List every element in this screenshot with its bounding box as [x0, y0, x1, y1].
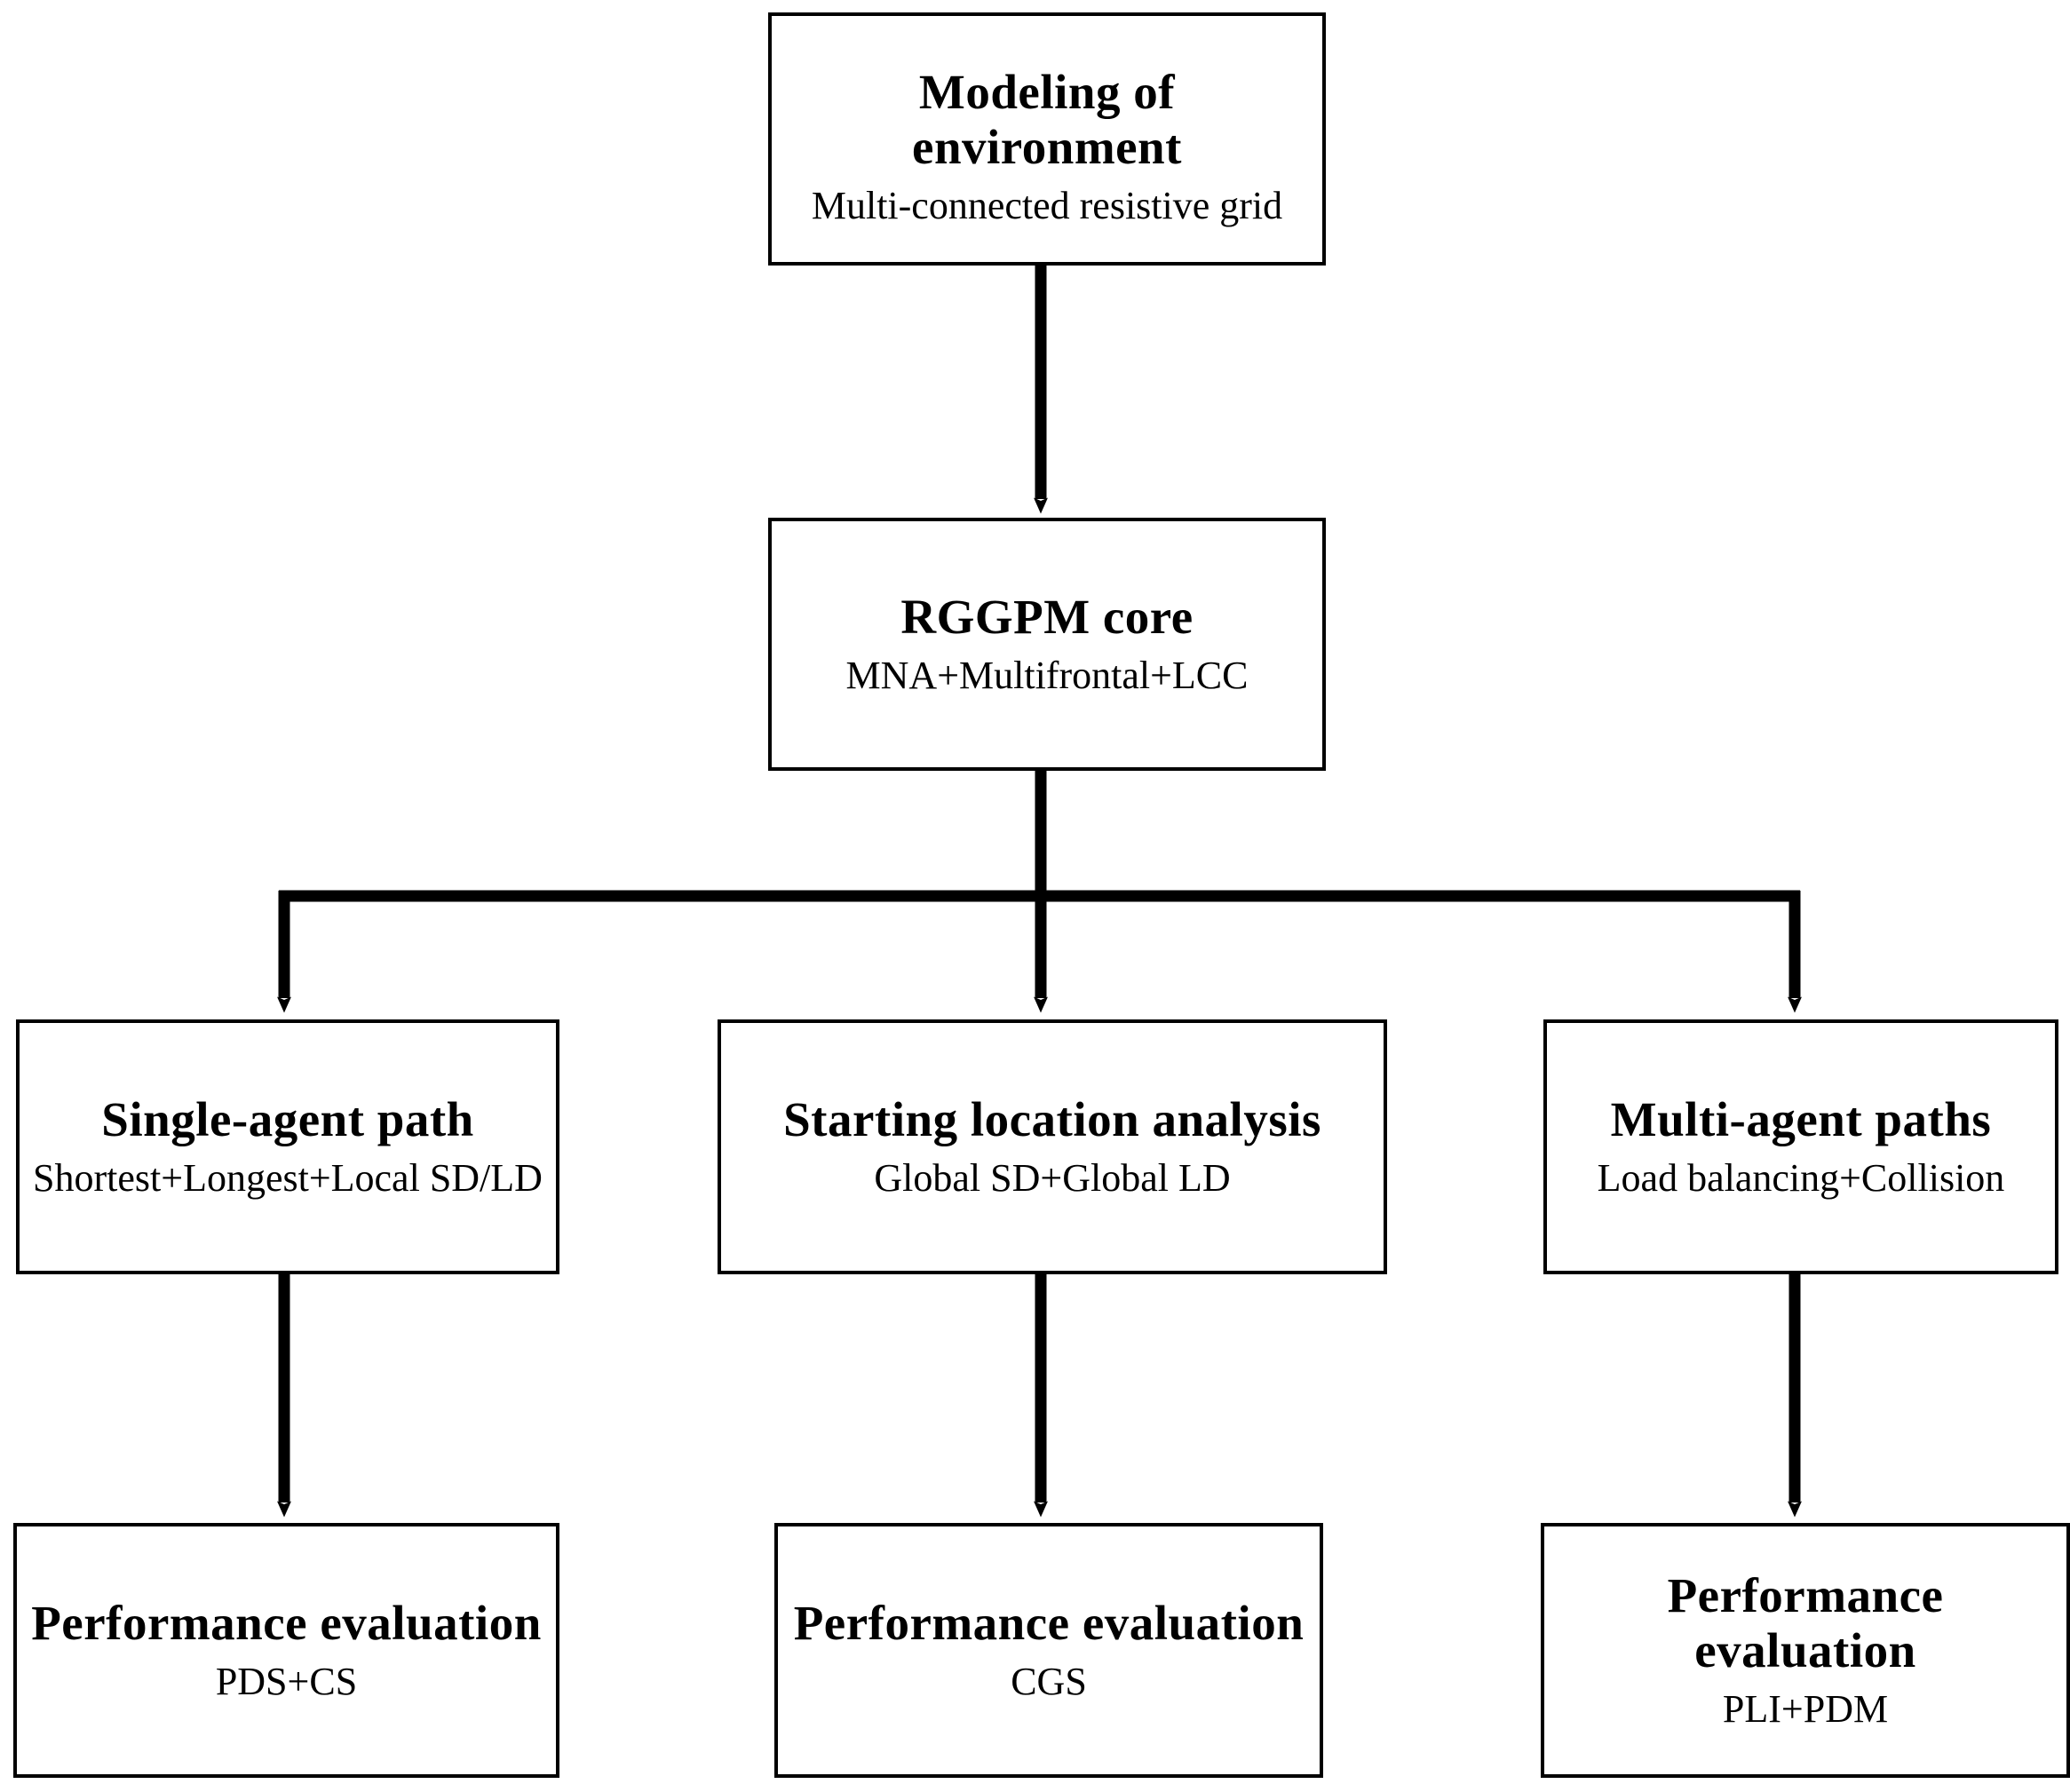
node-subtitle: PLI+PDM — [1722, 1687, 1889, 1732]
node-title: RGGPM core — [900, 589, 1194, 644]
node-single-agent-path[interactable]: Single-agent path Shortest+Longest+Local… — [16, 1019, 559, 1274]
node-subtitle: CGS — [1011, 1660, 1087, 1704]
node-title: Performance evaluation — [1667, 1567, 1944, 1677]
node-starting-location-analysis[interactable]: Starting location analysis Global SD+Glo… — [718, 1019, 1387, 1274]
node-subtitle: Load balancing+Collision — [1597, 1156, 2005, 1201]
node-rggpm-core[interactable]: RGGPM core MNA+Multifrontal+LCC — [768, 518, 1326, 771]
node-subtitle: Shortest+Longest+Local SD/LD — [33, 1156, 543, 1201]
node-performance-evaluation-left[interactable]: Performance evaluation PDS+CS — [13, 1523, 559, 1778]
node-performance-evaluation-center[interactable]: Performance evaluation CGS — [774, 1523, 1323, 1778]
node-modeling-of-environment[interactable]: Modeling of environment Multi-connected … — [768, 12, 1326, 266]
node-subtitle: Global SD+Global LD — [874, 1156, 1231, 1201]
node-multi-agent-paths[interactable]: Multi-agent paths Load balancing+Collisi… — [1543, 1019, 2058, 1274]
node-subtitle: PDS+CS — [215, 1660, 358, 1704]
node-title: Performance evaluation — [31, 1595, 542, 1650]
node-title: Performance evaluation — [793, 1595, 1305, 1650]
node-title: Multi-agent paths — [1610, 1091, 1992, 1146]
node-performance-evaluation-right[interactable]: Performance evaluation PLI+PDM — [1541, 1523, 2070, 1778]
edge-core-to-branch-bar — [279, 771, 1800, 902]
node-subtitle: Multi-connected resistive grid — [811, 184, 1283, 228]
node-subtitle: MNA+Multifrontal+LCC — [845, 654, 1249, 698]
node-title: Starting location analysis — [783, 1091, 1321, 1146]
node-title: Modeling of environment — [912, 64, 1182, 174]
node-title: Single-agent path — [101, 1091, 474, 1146]
